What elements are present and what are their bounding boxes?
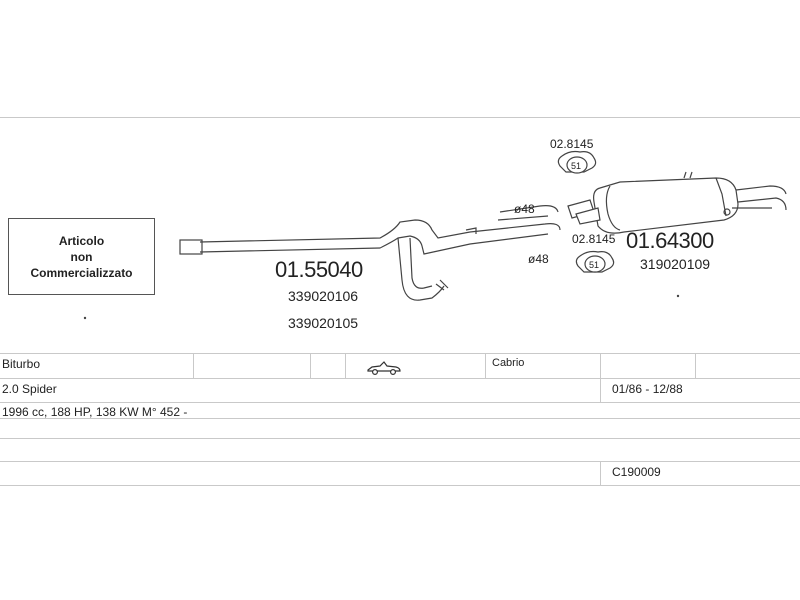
table-rule	[0, 461, 800, 462]
table-rule	[0, 378, 800, 379]
exhaust-drawing: 51 51	[83, 150, 787, 320]
middle-pipe	[199, 219, 561, 243]
part-number-rear: 01.64300	[626, 228, 714, 253]
not-sold-note: Articolo non Commercializzato	[8, 218, 155, 295]
front-pipe-tip	[179, 239, 203, 255]
clamp-bottom-icon	[575, 250, 615, 273]
table-divider	[193, 353, 194, 378]
table-divider	[600, 461, 601, 485]
stray-dot	[676, 294, 680, 298]
exhaust-diagram: 51 51 Articolo non Commercializzato 01.5…	[0, 120, 800, 350]
top-rule	[0, 117, 800, 118]
table-divider	[600, 353, 601, 402]
note-line-3: Commercializzato	[30, 265, 133, 280]
clamp-top-icon	[557, 150, 597, 174]
part-ref-middle-2: 339020105	[288, 315, 359, 331]
clamp-bottom-number: 02.8145	[572, 232, 616, 246]
model-name: Biturbo	[2, 357, 41, 371]
production-years: 01/86 - 12/88	[612, 382, 683, 396]
table-rule	[0, 402, 800, 403]
table-divider	[310, 353, 311, 378]
clamp-top-badge: 51	[571, 161, 581, 171]
engine-spec: 1996 cc, 188 HP, 138 KW M° 452 -	[2, 405, 188, 419]
note-line-1: Articolo	[58, 233, 105, 248]
clamp-bottom-badge: 51	[589, 260, 599, 270]
table-rule	[0, 438, 800, 439]
part-number-middle: 01.55040	[275, 257, 363, 282]
part-ref-rear-1: 319020109	[640, 256, 711, 272]
table-divider	[345, 353, 346, 378]
clamp-top-number: 02.8145	[550, 137, 594, 151]
diameter-lower: ø48	[528, 252, 549, 266]
rear-muffler	[593, 177, 739, 234]
stray-dot	[83, 316, 87, 320]
body-type: Cabrio	[492, 357, 525, 369]
table-rule	[0, 485, 800, 486]
part-ref-middle-1: 339020106	[288, 288, 359, 304]
table-rule	[0, 353, 800, 354]
catalog-code: C190009	[612, 465, 661, 479]
table-divider	[695, 353, 696, 378]
convertible-car-icon	[367, 361, 401, 376]
table-divider	[485, 353, 486, 378]
diameter-upper: ø48	[514, 202, 535, 216]
note-line-2: non	[70, 249, 93, 264]
table-rule	[0, 418, 800, 419]
model-variant: 2.0 Spider	[2, 382, 57, 396]
